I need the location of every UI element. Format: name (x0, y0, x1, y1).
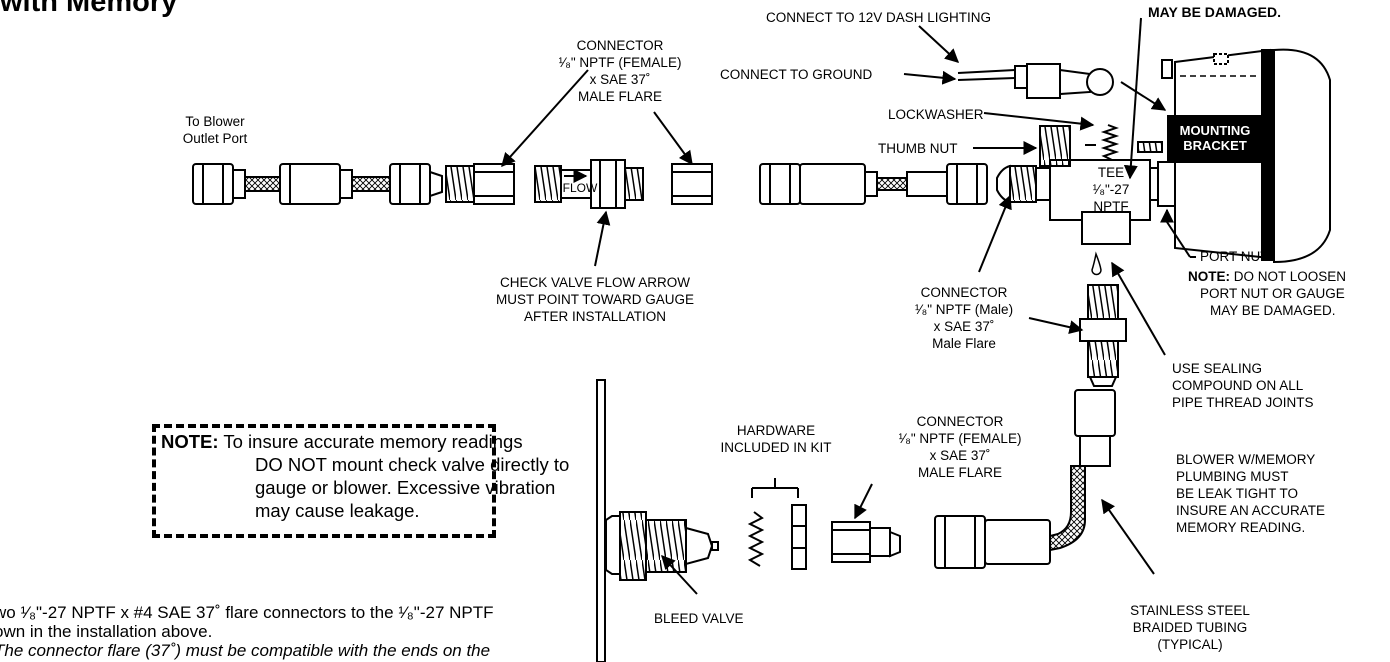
kit-lockwasher-icon (747, 511, 765, 567)
label-connect-ground: CONNECT TO GROUND (720, 67, 873, 82)
male-connector (1079, 284, 1127, 387)
top-hose-assembly (192, 159, 1179, 245)
mounting-hardware-top (1039, 124, 1163, 167)
label-hardware: HARDWARE INCLUDED IN KIT (720, 423, 832, 455)
label-blower-memory: BLOWER W/MEMORY PLUMBING MUST BE LEAK TI… (1176, 452, 1326, 535)
lockwasher-icon (1100, 124, 1120, 161)
label-thumb-nut: THUMB NUT (878, 141, 958, 156)
connector-hex-left (473, 163, 515, 205)
label-connect-12v: CONNECT TO 12V DASH LIGHTING (766, 10, 992, 25)
footer-line-1: wo ¹⁄₈"-27 NPTF x #4 SAE 37˚ flare conne… (0, 603, 494, 622)
hose-end-left-nut (192, 163, 234, 205)
bulb-icon (1086, 68, 1114, 96)
label-braided-tubing: STAINLESS STEEL BRAIDED TUBING (TYPICAL) (1130, 603, 1250, 652)
mounting-bracket (1167, 115, 1263, 163)
label-check-valve: CHECK VALVE FLOW ARROW MUST POINT TOWARD… (495, 275, 695, 324)
gauge (1161, 48, 1331, 264)
braided-hose-segment (244, 176, 281, 192)
thumb-nut (1039, 125, 1071, 167)
lamp-socket (957, 63, 1114, 99)
label-connector-bottom: CONNECTOR ¹⁄₈" NPTF (FEMALE) x SAE 37˚ M… (898, 414, 1022, 480)
note-text: NOTE: To insure accurate memory readings… (161, 431, 570, 521)
connector-hex-right (671, 163, 713, 205)
label-sealing: USE SEALING COMPOUND ON ALL PIPE THREAD … (1172, 361, 1314, 410)
footer-line-3: The connector flare (37˚) must be compat… (0, 641, 491, 660)
gauge-face (1273, 48, 1331, 264)
sealant-drop-icon (1091, 251, 1102, 276)
note-port-nut: NOTE: DO NOT LOOSEN PORT NUT OR GAUGE MA… (1188, 269, 1347, 318)
label-lockwasher: LOCKWASHER (888, 107, 984, 122)
note-label: NOTE: (161, 431, 219, 452)
hardware-kit (747, 478, 807, 570)
bleed-valve (596, 379, 719, 662)
footer-line-2: own in the installation above. (0, 622, 213, 641)
label-flow: FLOW (562, 181, 598, 195)
label-connector-male: CONNECTOR ¹⁄₈" NPTF (Male) x SAE 37˚ Mal… (914, 285, 1014, 351)
page-title: with Memory (0, 0, 178, 18)
panel-wall (596, 379, 606, 662)
label-connector-top: CONNECTOR ¹⁄₈" NPTF (FEMALE) x SAE 37˚ M… (558, 38, 682, 104)
kit-nut (791, 504, 807, 570)
label-bleed-valve: BLEED VALVE (654, 611, 744, 626)
label-port-nut: PORT NUT (1200, 249, 1269, 264)
tee-bottom-port (1081, 211, 1131, 245)
vertical-braided-hose (934, 389, 1116, 569)
bottom-connector (831, 521, 901, 563)
check-valve-hex (590, 159, 626, 209)
flare-thread (445, 165, 475, 203)
gauge-bezel-black (1261, 49, 1275, 261)
note-box (152, 424, 496, 538)
label-mounting-bracket: MOUNTING BRACKET (1179, 123, 1251, 153)
header-warning: MAY BE DAMAGED. (1148, 4, 1282, 20)
leader-arrows (501, 17, 1191, 595)
label-to-blower: To Blower Outlet Port (182, 114, 248, 146)
label-tee: TEE ¹⁄₈"-27 NPTF (1092, 165, 1130, 214)
